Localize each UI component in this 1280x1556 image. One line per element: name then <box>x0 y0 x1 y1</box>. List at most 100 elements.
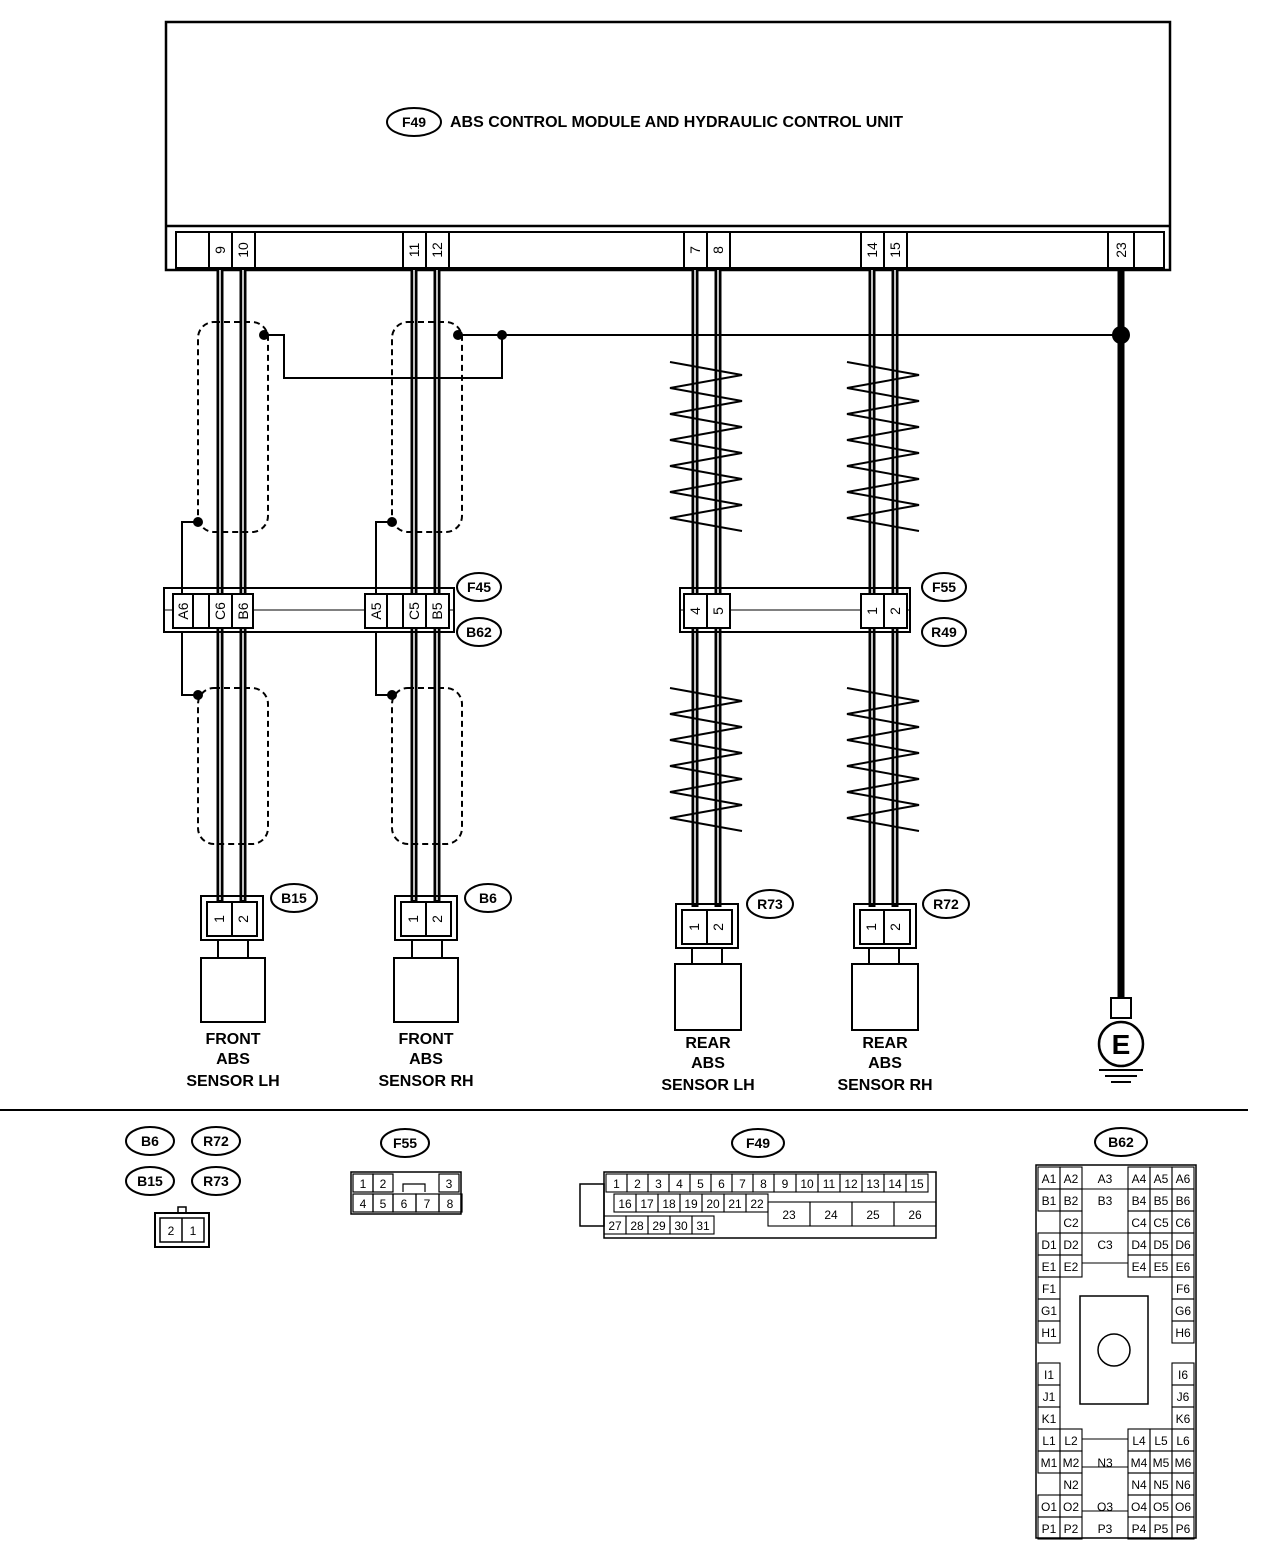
legend-pin: N2 <box>1063 1478 1079 1492</box>
connector-pin: A5 <box>368 602 384 619</box>
legend-pin: 18 <box>662 1197 676 1211</box>
sensor-label: ABS <box>409 1051 443 1068</box>
legend-pin: M4 <box>1131 1456 1148 1470</box>
sensor-tag: R73 <box>757 896 783 912</box>
legend-pin: 13 <box>866 1177 880 1191</box>
legend-pin: 24 <box>824 1208 838 1222</box>
module-title: ABS CONTROL MODULE AND HYDRAULIC CONTROL… <box>450 114 903 131</box>
legend-pin: 16 <box>618 1197 632 1211</box>
module-pin-row: 9 10 11 12 7 8 14 15 23 <box>208 231 1135 269</box>
legend-pin: N4 <box>1131 1478 1147 1492</box>
legend-pin: E4 <box>1132 1260 1147 1274</box>
legend-pin: C2 <box>1063 1216 1079 1230</box>
legend-pin: 11 <box>823 1177 836 1191</box>
sensor-rear-rh: 1 2 R72 REAR ABS SENSOR RH <box>837 889 970 1094</box>
abs-control-module: F49 ABS CONTROL MODULE AND HYDRAULIC CON… <box>164 20 1172 272</box>
sensor-tag: R72 <box>933 896 959 912</box>
legend-pin: A3 <box>1098 1172 1113 1186</box>
sensor-pin: 2 <box>235 915 251 923</box>
legend-pin: K1 <box>1042 1412 1057 1426</box>
legend-pin: N5 <box>1153 1478 1169 1492</box>
legend-pin: 6 <box>401 1197 408 1211</box>
sensor-front-rh: 1 2 B6 FRONT ABS SENSOR RH <box>378 883 512 1090</box>
module-pin: 12 <box>429 242 445 258</box>
legend-pin: B4 <box>1132 1194 1147 1208</box>
twisted-pair <box>669 361 920 832</box>
sensor-label: ABS <box>216 1051 250 1068</box>
module-pin: 7 <box>687 246 703 254</box>
legend-tag: B62 <box>1108 1134 1134 1150</box>
shield-dashed <box>197 321 463 845</box>
legend-pin: M5 <box>1153 1456 1170 1470</box>
legend-pin: 2 <box>634 1177 641 1191</box>
module-pin: 10 <box>235 242 251 258</box>
legend-pin: H6 <box>1175 1326 1191 1340</box>
legend-pin: 5 <box>380 1197 387 1211</box>
connector-f45-b62: A6 C6 B6 A5 C5 B5 F45 B62 <box>163 572 502 647</box>
legend-pin: 20 <box>706 1197 720 1211</box>
legend-pin: 22 <box>750 1197 764 1211</box>
legend-pin: 29 <box>652 1219 666 1233</box>
sensor-tag: B6 <box>479 890 497 906</box>
legend-pin: 10 <box>800 1177 814 1191</box>
module-pin: 23 <box>1113 242 1129 258</box>
legend-pin: C5 <box>1153 1216 1169 1230</box>
legend-pin: D5 <box>1153 1238 1169 1252</box>
legend-pin: H1 <box>1041 1326 1057 1340</box>
sensor-label: ABS <box>691 1055 725 1072</box>
legend-pin: P4 <box>1132 1522 1147 1536</box>
legend-pin: B5 <box>1154 1194 1169 1208</box>
legend-pin: A1 <box>1042 1172 1057 1186</box>
module-tag: F49 <box>402 114 426 130</box>
connector-f55-r49: 4 5 1 2 F55 R49 <box>679 572 967 647</box>
sensor-label: REAR <box>862 1035 908 1052</box>
legend-pin: E6 <box>1176 1260 1191 1274</box>
sensor-label: SENSOR RH <box>378 1073 473 1090</box>
shield-drain <box>181 334 1121 696</box>
legend-pin: A5 <box>1154 1172 1169 1186</box>
legend-pin: A2 <box>1064 1172 1079 1186</box>
legend-pin: 23 <box>782 1208 796 1222</box>
sensor-label: FRONT <box>205 1031 260 1048</box>
connector-pin: 2 <box>887 607 903 615</box>
legend-pin: 17 <box>640 1197 654 1211</box>
legend-pin: K6 <box>1176 1412 1191 1426</box>
legend-pin: 3 <box>655 1177 662 1191</box>
legend-pin: M6 <box>1175 1456 1192 1470</box>
sensor-pin: 1 <box>686 923 702 931</box>
connector-tag-f55: F55 <box>932 579 956 595</box>
legend-pin: P5 <box>1154 1522 1169 1536</box>
legend-pin: M1 <box>1041 1456 1058 1470</box>
legend-pin: D1 <box>1041 1238 1057 1252</box>
legend-pin: 1 <box>190 1224 197 1238</box>
legend-pin: J6 <box>1177 1390 1190 1404</box>
legend-pin: 25 <box>866 1208 880 1222</box>
legend-pin: O4 <box>1131 1500 1147 1514</box>
legend-pin: 27 <box>608 1219 622 1233</box>
connector-tag-b62: B62 <box>466 624 492 640</box>
legend-pin: 3 <box>446 1177 453 1191</box>
legend-pin: D6 <box>1175 1238 1191 1252</box>
legend-pin: P1 <box>1042 1522 1057 1536</box>
legend-tag: R73 <box>203 1173 229 1189</box>
sensor-front-lh: 1 2 B15 FRONT ABS SENSOR LH <box>186 883 318 1090</box>
legend-pin: 26 <box>908 1208 922 1222</box>
connector-pin: 4 <box>687 607 703 615</box>
legend-pin: B1 <box>1042 1194 1057 1208</box>
legend-pin: 8 <box>760 1177 767 1191</box>
legend-pin: L2 <box>1064 1434 1078 1448</box>
legend-pin: P3 <box>1098 1522 1113 1536</box>
sensor-pin: 2 <box>887 923 903 931</box>
legend-pin: P6 <box>1176 1522 1191 1536</box>
legend-pin: 21 <box>728 1197 742 1211</box>
legend-pin: 19 <box>684 1197 698 1211</box>
legend-tag: R72 <box>203 1133 229 1149</box>
ground-icon: E <box>1097 997 1145 1083</box>
module-pin: 15 <box>887 242 903 258</box>
ground-label: E <box>1112 1029 1131 1060</box>
sensor-label: SENSOR RH <box>837 1077 932 1094</box>
legend-pin: N6 <box>1175 1478 1191 1492</box>
